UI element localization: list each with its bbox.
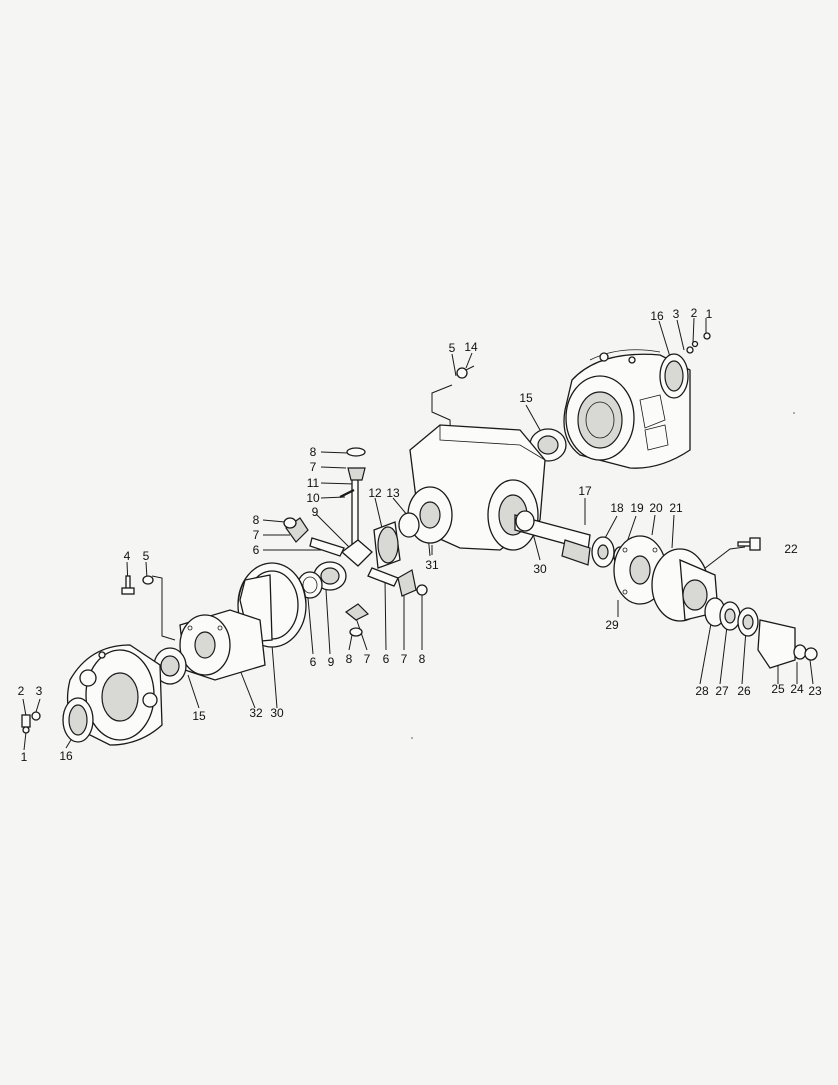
callout-label: 30 — [270, 706, 284, 720]
callout-label: 6 — [383, 652, 390, 666]
callout-label: 17 — [578, 484, 592, 498]
callout-label: 27 — [715, 684, 729, 698]
pinion-shaft — [514, 510, 591, 566]
callout-label: 16 — [59, 749, 73, 763]
callout-label: 8 — [419, 652, 426, 666]
callout-label: 10 — [306, 491, 320, 505]
callout-label: 6 — [253, 543, 260, 557]
callout-label: 18 — [610, 501, 624, 515]
callout-label: 32 — [249, 706, 263, 720]
washer-13-center — [398, 512, 420, 538]
callout-label: 9 — [312, 505, 319, 519]
callout-label: 16 — [650, 309, 664, 323]
callout-label: 2 — [18, 684, 25, 698]
callout-label: 24 — [790, 682, 804, 696]
callout-label: 8 — [346, 652, 353, 666]
bearing-lower — [153, 647, 187, 685]
callout-label: 8 — [310, 445, 317, 459]
callout-labels: 1 2 3 16 5 14 15 8 7 11 10 9 12 13 8 7 6… — [18, 306, 822, 764]
callout-label: 8 — [253, 513, 260, 527]
callout-label: 11 — [307, 476, 320, 490]
callout-label: 5 — [449, 341, 456, 355]
callout-label: 1 — [706, 307, 713, 321]
callout-label: 3 — [36, 684, 43, 698]
callout-label: 22 — [784, 542, 798, 556]
bolt-4 — [121, 575, 154, 595]
callout-label: 9 — [328, 655, 335, 669]
callout-label: 7 — [364, 652, 371, 666]
callout-label: 12 — [368, 486, 382, 500]
callout-label: 13 — [386, 486, 400, 500]
brake-ring-top — [659, 332, 711, 399]
yoke-25 — [757, 619, 818, 669]
callout-label: 7 — [310, 460, 317, 474]
callout-label: 5 — [143, 549, 150, 563]
callout-label: 28 — [695, 684, 709, 698]
callout-label: 7 — [253, 528, 260, 542]
callout-label: 26 — [737, 684, 751, 698]
callout-label: 7 — [401, 652, 408, 666]
bolt-22 — [737, 537, 761, 551]
callout-label: 30 — [533, 562, 547, 576]
differential-gears — [283, 447, 428, 637]
callout-label: 1 — [21, 750, 28, 764]
callout-label: 14 — [464, 340, 478, 354]
callout-label: 15 — [192, 709, 206, 723]
brake-ring-lower — [62, 697, 94, 743]
callout-label: 21 — [669, 501, 683, 515]
diff-carrier — [179, 609, 266, 681]
callout-label: 31 — [425, 558, 439, 572]
callout-label: 25 — [771, 682, 785, 696]
fasteners-lower — [21, 711, 41, 734]
callout-label: 6 — [310, 655, 317, 669]
callout-label: 15 — [519, 391, 533, 405]
callout-label: 23 — [808, 684, 822, 698]
callout-label: 3 — [673, 307, 680, 321]
callout-label: 19 — [630, 501, 644, 515]
right-axle-housing — [563, 349, 691, 469]
callout-label: 29 — [605, 618, 619, 632]
callout-label: 2 — [691, 306, 698, 320]
callout-label: 4 — [124, 549, 131, 563]
callout-label: 20 — [649, 501, 663, 515]
seals-26-28 — [704, 597, 759, 637]
